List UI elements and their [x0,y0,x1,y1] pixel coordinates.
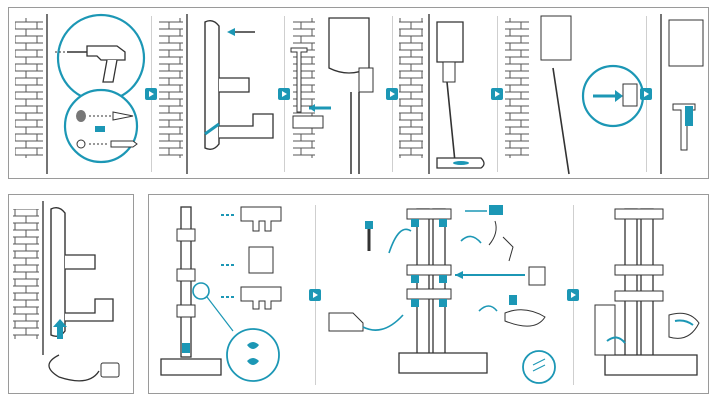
stand-complete-step [594,208,700,376]
zoom-circle-pegs [226,328,280,382]
arrow-down-small [95,126,105,132]
step-drill [15,13,146,174]
charging-bracket-panel [8,194,134,394]
floor-stand-panel [148,194,709,394]
floor-stand-icon [160,358,222,376]
charging-bracket-illustration [13,201,120,382]
next-step-arrow [386,88,398,100]
stand-accessories-step [328,205,556,384]
stand-parts-step [160,206,282,382]
next-step-arrow [145,88,157,100]
next-step-arrow [278,88,290,100]
step-full-vacuum [399,14,485,174]
next-step-arrow [567,289,579,301]
step-bracket [159,14,274,174]
step-final [660,14,704,174]
wall-mounting-panel [8,7,709,179]
wall-plug-icon [76,110,86,122]
drill-icon [55,45,126,83]
floor-stand-illustration [160,205,700,384]
next-step-arrow [309,289,321,301]
screw-icon [110,140,138,148]
bracket-icon [50,206,66,338]
wall-plug-side [112,111,134,121]
brush-icon [504,309,546,327]
step-hang [290,17,374,174]
step-accessory [505,15,645,175]
wall-mounting-illustration [15,13,704,175]
bracket-icon [204,19,220,151]
water-drop-icon [522,350,556,384]
vacuum-icon [328,17,370,74]
next-step-arrow [491,88,503,100]
nozzle-icon [328,312,364,332]
charger-plug-icon [100,362,120,378]
next-step-arrow [640,88,652,100]
pole [180,206,192,358]
